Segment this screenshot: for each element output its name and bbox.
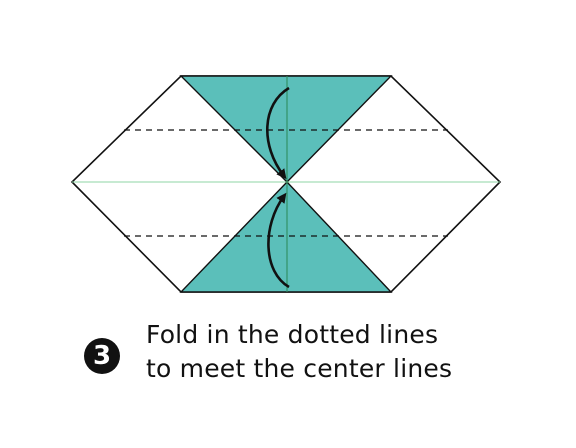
instruction-text: Fold in the dotted lines to meet the cen… (146, 318, 452, 386)
instruction-line-1: Fold in the dotted lines (146, 320, 439, 349)
bottom-fold-arrow (267, 192, 290, 289)
bottom-teal-triangle (179, 180, 393, 293)
top-fold-arrow (265, 86, 290, 180)
top-teal-triangle (179, 75, 393, 183)
instruction-line-2: to meet the center lines (146, 354, 453, 383)
step-number-badge: 3 (84, 338, 120, 374)
step-number: 3 (92, 340, 112, 371)
